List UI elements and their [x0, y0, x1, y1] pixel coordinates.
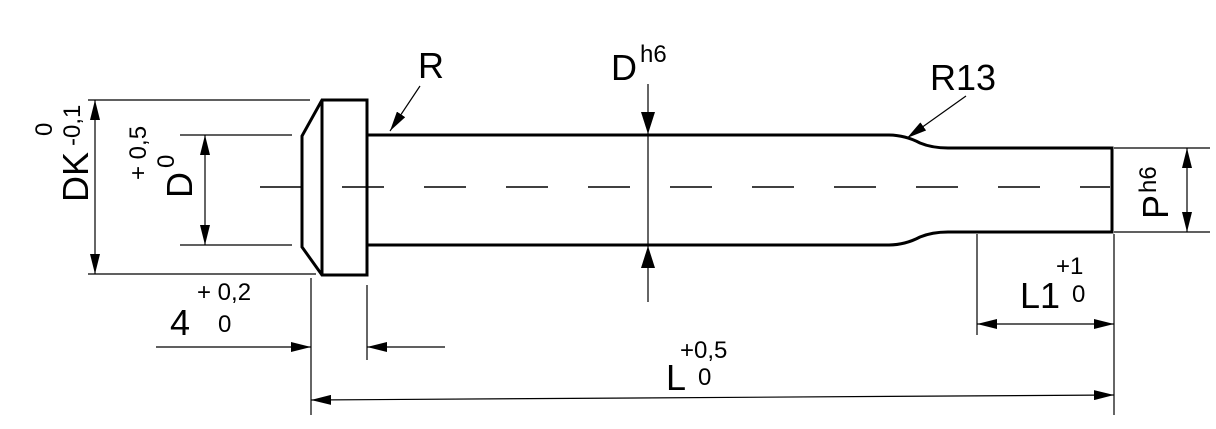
label-dk: DK: [55, 152, 96, 202]
label-total-length: L: [666, 357, 686, 398]
labels: R D h6 R13 DK -0,1 0 D 0 + 0,5 P h6 4 + …: [31, 41, 1176, 398]
label-head-length: 4: [170, 302, 190, 343]
label-d-shaft: D: [611, 47, 637, 88]
label-p: P: [1135, 195, 1176, 219]
label-head-length-tol-lower: 0: [218, 311, 231, 338]
label-d-bore-tol-lower: 0: [153, 155, 180, 168]
label-d-bore-tol-upper: + 0,5: [125, 126, 152, 180]
shaft-outline: [367, 133, 1114, 247]
tip-length-dimension: [976, 234, 1114, 335]
label-tip-length: L1: [1020, 275, 1060, 316]
label-total-length-tol-upper: +0,5: [680, 337, 727, 364]
label-tip-length-tol-lower: 0: [1072, 281, 1085, 308]
label-p-tol: h6: [1135, 166, 1162, 193]
d-shaft-dimension: [641, 84, 655, 302]
label-r13: R13: [930, 57, 996, 98]
label-total-length-tol-lower: 0: [698, 364, 711, 391]
label-tip-length-tol-upper: +1: [1056, 253, 1083, 280]
label-r: R: [418, 45, 444, 86]
label-dk-tol-upper: 0: [31, 123, 58, 136]
dk-dimension: [88, 99, 316, 275]
part-outline: [300, 98, 1114, 277]
label-head-length-tol-upper: + 0,2: [197, 279, 251, 306]
d-bore-dimension: [180, 134, 292, 246]
r-leader: [389, 85, 421, 132]
label-d-shaft-tol: h6: [640, 41, 667, 68]
label-d-bore: D: [159, 172, 200, 198]
r13-leader: [906, 95, 967, 139]
label-dk-tol-lower: -0,1: [59, 105, 86, 146]
p-dimension: [1114, 147, 1210, 233]
